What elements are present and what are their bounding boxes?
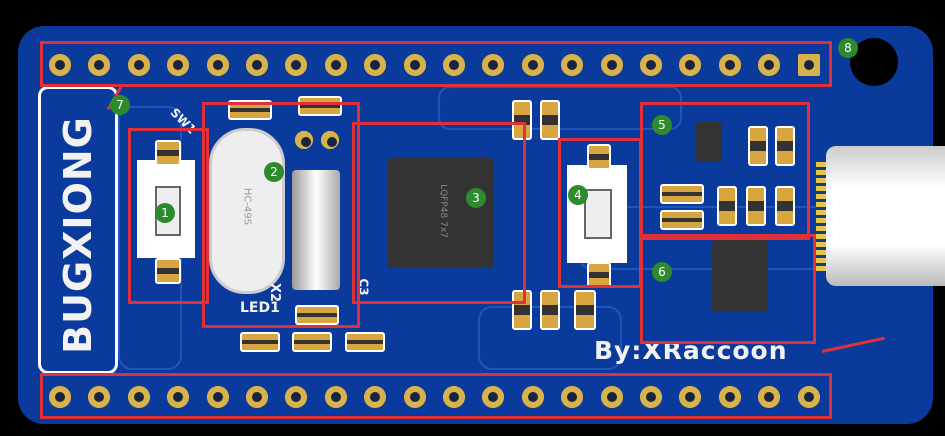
header-pin	[443, 54, 465, 76]
header-pin	[127, 54, 150, 76]
highlight-bottom-header	[40, 373, 832, 419]
led1-label: LED1	[240, 300, 280, 316]
header-pin	[167, 386, 190, 408]
header-pin	[88, 54, 111, 76]
header-pin	[127, 386, 150, 408]
highlight-reset-switch	[128, 128, 209, 304]
brand-label: BUGXIONG	[56, 116, 100, 354]
annotation-5: 5	[652, 115, 672, 135]
flash-chip	[712, 240, 768, 312]
highlight-crystals	[202, 102, 360, 328]
header-pin	[482, 386, 505, 408]
header-pin	[521, 54, 544, 76]
header-pin	[561, 54, 584, 76]
annotation-7: 7	[110, 95, 130, 115]
annotation-3: 3	[466, 188, 486, 208]
header-pin	[324, 386, 347, 408]
highlight-power	[640, 102, 810, 240]
header-pin	[285, 54, 308, 76]
header-pin	[521, 386, 544, 408]
header-pin	[718, 54, 741, 76]
header-pin	[206, 54, 229, 76]
header-pin	[49, 386, 71, 408]
header-pin	[246, 386, 268, 408]
header-pin	[679, 386, 702, 408]
header-pin	[403, 386, 426, 408]
header-pin	[364, 386, 387, 408]
header-pin	[797, 386, 820, 408]
header-pin	[640, 54, 662, 76]
mounting-hole	[850, 38, 898, 86]
annotation-2: 2	[264, 162, 284, 182]
annotation-8: 8	[838, 38, 858, 58]
highlight-flash	[640, 234, 816, 344]
header-pin	[600, 386, 623, 408]
usb-c-connector[interactable]	[826, 146, 945, 286]
highlight-mcu	[352, 122, 526, 304]
header-pin	[88, 386, 111, 408]
header-pin	[206, 386, 229, 408]
header-pin	[600, 54, 623, 76]
author-label: By:XRaccoon	[594, 336, 788, 365]
header-pin	[758, 54, 781, 76]
annotation-1: 1	[155, 203, 175, 223]
header-pin	[758, 386, 781, 408]
header-pin	[364, 54, 387, 76]
header-pin	[49, 54, 71, 76]
header-pin	[718, 386, 741, 408]
header-pin	[246, 54, 268, 76]
crystal-x2	[292, 170, 340, 290]
regulator-chip	[696, 122, 722, 162]
tactile-switch-4	[567, 165, 627, 263]
annotation-4: 4	[568, 185, 588, 205]
brand-logo-frame: BUGXIONG	[38, 86, 118, 374]
header-pin	[324, 54, 347, 76]
header-pin	[679, 54, 702, 76]
header-pin	[797, 54, 820, 76]
header-pin	[561, 386, 584, 408]
crystal-hc49s: HC-49S	[209, 128, 285, 294]
highlight-top-header	[40, 41, 832, 87]
header-pin	[167, 54, 190, 76]
mcu-chip: LQFP48 7x7	[388, 158, 494, 268]
header-pin	[443, 386, 465, 408]
annotation-6: 6	[652, 262, 672, 282]
header-pin	[403, 54, 426, 76]
highlight-boot-switch	[558, 138, 642, 288]
header-pin	[482, 54, 505, 76]
header-pin	[285, 386, 308, 408]
header-pin	[640, 386, 662, 408]
